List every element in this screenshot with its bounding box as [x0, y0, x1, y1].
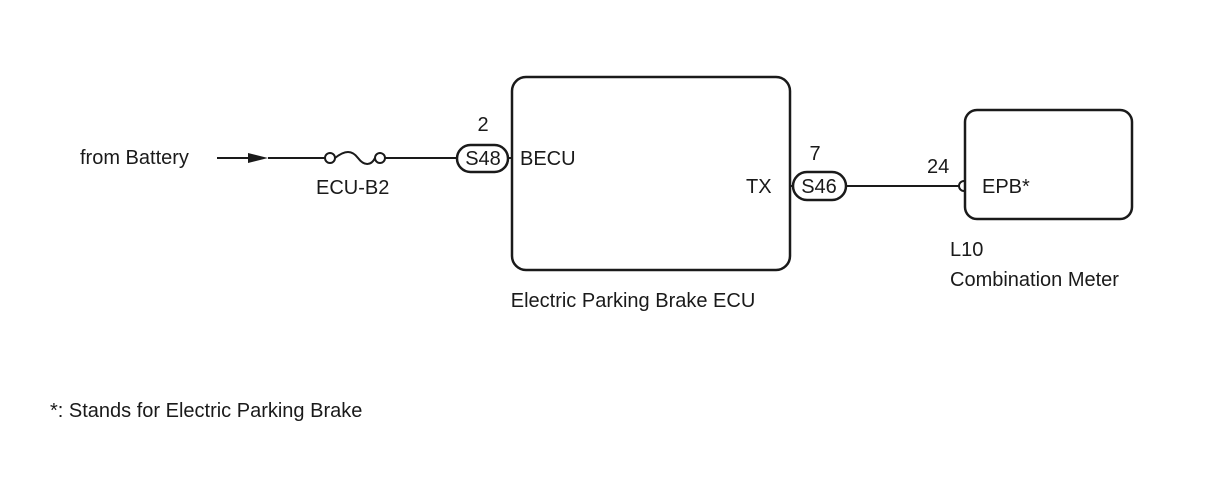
epb-terminal-label: EPB*	[982, 176, 1030, 198]
becu-terminal-label: BECU	[520, 148, 576, 170]
s48-pin-label: 2	[477, 114, 489, 136]
ecu-box	[510, 75, 792, 272]
fuse-icon	[334, 151, 376, 165]
fuse-terminal-left	[324, 152, 336, 164]
s48-connector-label: S48	[465, 148, 501, 170]
source-label: from Battery	[80, 147, 189, 169]
fuse-terminal-right	[374, 152, 386, 164]
s46-pin-label: 7	[809, 143, 821, 165]
meter-name: Combination Meter	[950, 269, 1119, 291]
tx-terminal-label: TX	[746, 176, 772, 198]
meter-pin-label: 24	[927, 156, 950, 178]
arrow-icon	[248, 153, 268, 163]
footnote: *: Stands for Electric Parking Brake	[50, 400, 363, 422]
ecu-name: Electric Parking Brake ECU	[510, 290, 756, 312]
s46-connector-label: S46	[801, 176, 837, 198]
meter-box	[963, 108, 1134, 221]
meter-connector-label: L10	[950, 239, 984, 261]
fuse-label: ECU-B2	[316, 177, 390, 199]
